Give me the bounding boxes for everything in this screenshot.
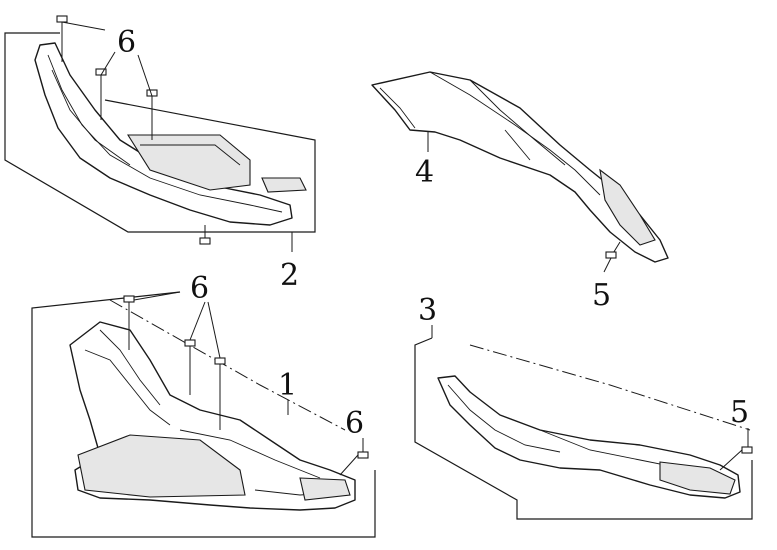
screw-5-part-4 xyxy=(603,241,621,273)
group-part-2: 6 2 xyxy=(4,15,316,293)
group-part-1: 6 1 6 xyxy=(31,271,376,538)
screw-6-top-c xyxy=(146,89,158,140)
screw-5-part-3 xyxy=(719,446,753,471)
callout-3: 3 xyxy=(418,293,437,328)
callout-6-right: 6 xyxy=(345,406,364,441)
group-part-3: 3 5 xyxy=(414,293,753,520)
screw-6-part-1-b xyxy=(184,339,196,395)
callout-4: 4 xyxy=(415,155,434,190)
group-1-frame xyxy=(31,291,376,538)
callout-5-lower: 5 xyxy=(730,395,749,430)
group-3-frame xyxy=(414,337,753,520)
callout-2: 2 xyxy=(280,258,299,293)
screw-6-bottom xyxy=(199,225,211,245)
callout-6-middle: 6 xyxy=(190,271,209,306)
callout-5-upper: 5 xyxy=(592,278,611,313)
part-4-rear-cowl xyxy=(371,71,669,263)
callout-1: 1 xyxy=(278,368,297,403)
screw-6-part-1-d xyxy=(339,451,369,476)
group-2-frame xyxy=(4,32,316,233)
screw-6-part-1-a xyxy=(123,295,135,350)
group-part-4: 4 5 xyxy=(371,71,669,313)
part-2-clip-block xyxy=(261,177,307,193)
callout-6-top: 6 xyxy=(117,25,136,60)
part-2-trim-panel xyxy=(34,42,293,226)
